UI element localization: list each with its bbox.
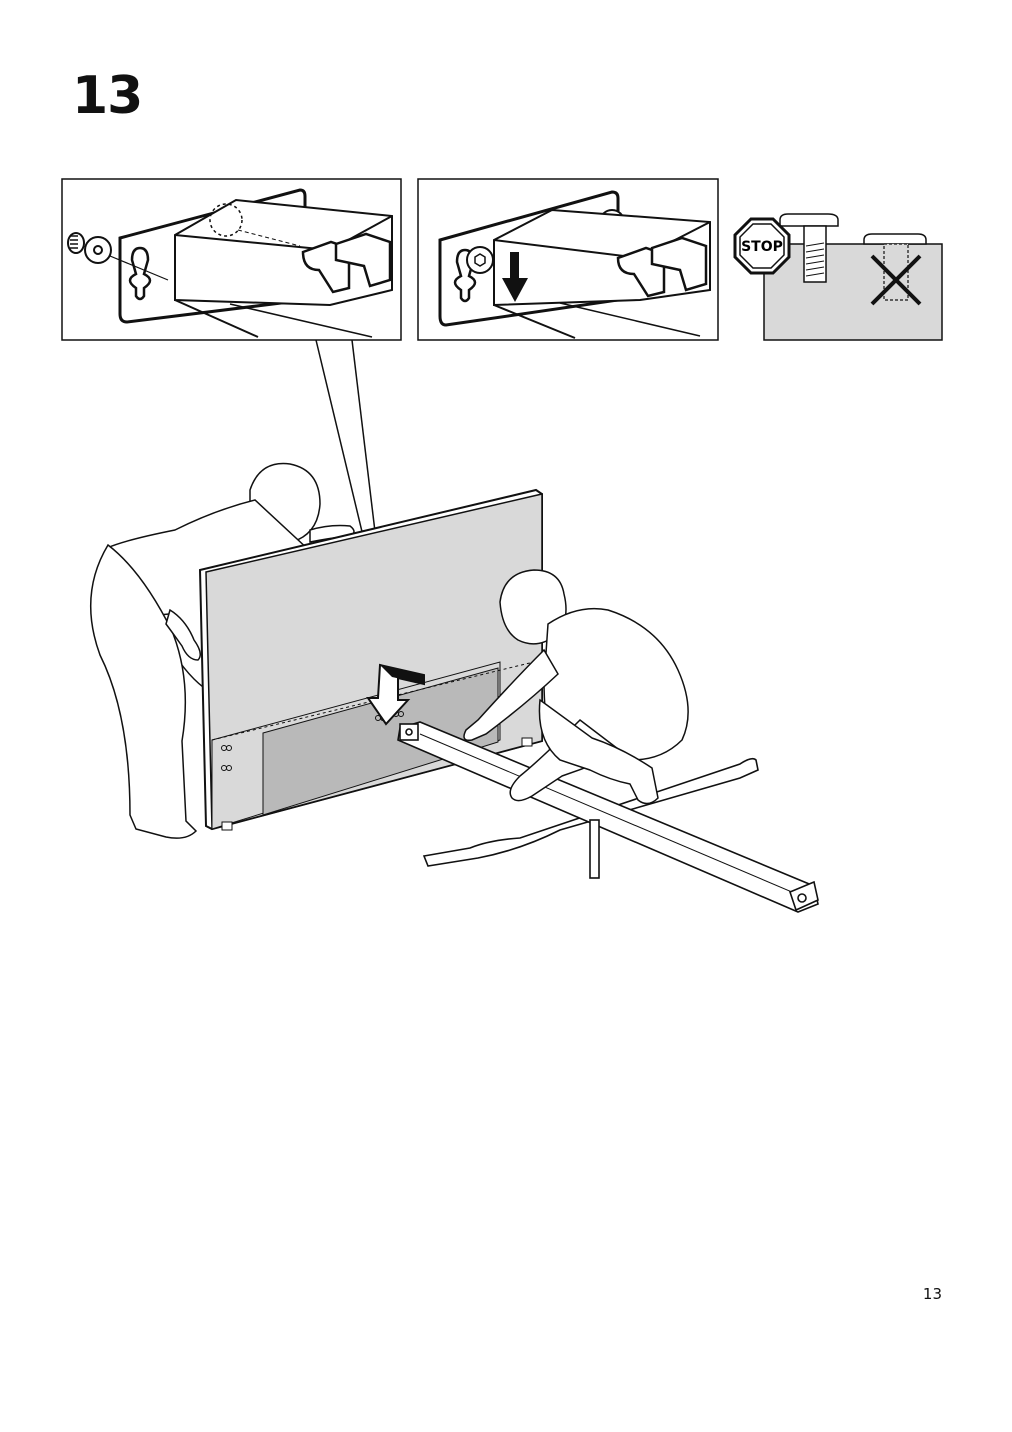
detail-panel-2 [417,178,719,341]
detail-panel-1 [61,178,402,341]
bed-frame [397,721,819,913]
insert-arrow-icon [366,663,425,726]
stop-sign-icon: STOP [733,217,791,275]
stop-label: STOP [741,239,783,255]
screw-icon [67,232,169,281]
down-arrow-icon [502,252,528,302]
main-illustration [89,462,819,913]
man-figure [463,569,689,805]
step-number: 13 [72,66,143,126]
page-number: 13 [922,1285,942,1303]
warning-panel: STOP [733,213,943,341]
